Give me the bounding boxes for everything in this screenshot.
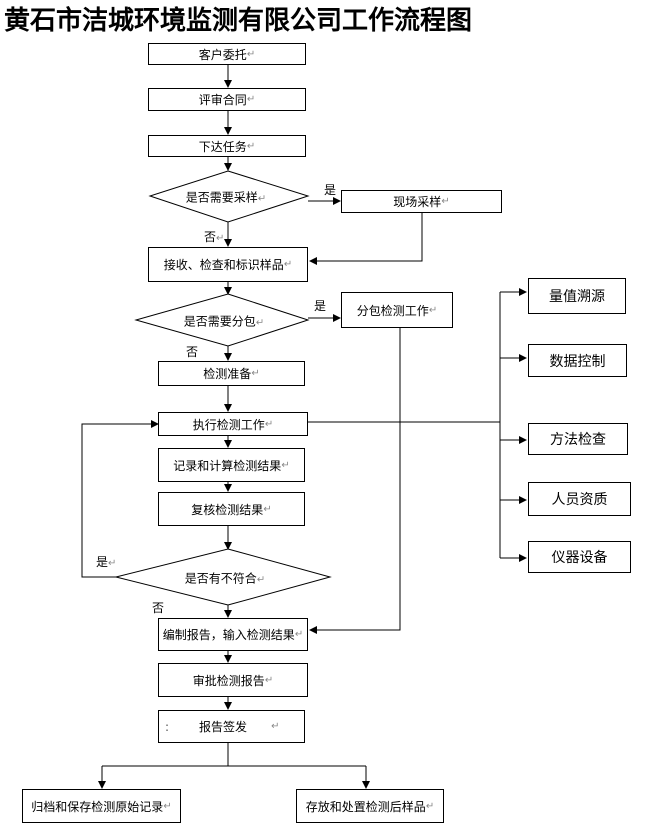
need-sampling-label: 是否需要采样	[185, 190, 258, 205]
record-calc-label: 记录和计算检测结果	[173, 458, 282, 473]
assign-task-label: 下达任务	[198, 139, 247, 154]
no-label: 否	[186, 345, 199, 359]
no-text: 否	[204, 230, 217, 244]
prepare-label: 检测准备	[203, 367, 252, 381]
para-mark: ↵	[281, 459, 290, 471]
control-equipment-box: 仪器设备	[528, 541, 631, 573]
archive-records-label: 归档和保存检测原始记录	[31, 799, 164, 814]
para-mark: ↵	[264, 418, 274, 430]
execute-box: 执行检测工作↵	[158, 412, 308, 436]
compile-report-label: 编制报告，输入检测结果	[162, 628, 295, 642]
store-samples-label: 存放和处置检测后样品	[305, 799, 426, 814]
para-mark: ↵	[264, 674, 274, 686]
para-mark: ↵	[441, 196, 450, 207]
para-mark: ↵	[257, 193, 267, 205]
para-mark: ↵	[246, 94, 256, 105]
field-sampling-label: 现场采样	[393, 195, 442, 209]
review-contract-box: 评审合同↵	[148, 88, 306, 111]
subcontract-work-label: 分包检测工作	[356, 303, 429, 318]
client-entrust-box: 客户委托↵	[148, 43, 306, 65]
control-personnel-box: 人员资质	[528, 482, 631, 516]
nonconform-decision: 是否有不符合↵	[185, 570, 265, 587]
client-entrust-label: 客户委托	[198, 47, 247, 62]
sign-prefix: :	[165, 719, 170, 734]
compile-report-box: 编制报告，输入检测结果↵	[158, 618, 308, 651]
para-mark: ↵	[251, 368, 260, 379]
control-data-box: 数据控制	[528, 344, 627, 377]
para-mark: ↵	[283, 259, 293, 270]
need-subcontract-decision: 是否需要分包↵	[184, 313, 264, 330]
field-sampling-box: 现场采样↵	[341, 190, 502, 213]
para-mark: ↵	[425, 800, 435, 812]
para-mark: ↵	[255, 317, 265, 329]
need-subcontract-label: 是否需要分包	[183, 314, 256, 329]
control-method-box: 方法检查	[528, 423, 628, 455]
store-samples-box: 存放和处置检测后样品↵	[296, 789, 444, 823]
receive-samples-box: 接收、检查和标识样品↵	[148, 247, 308, 282]
need-sampling-decision: 是否需要采样↵	[186, 189, 266, 206]
review-contract-label: 评审合同	[198, 93, 247, 107]
no-label: 否↵	[204, 228, 224, 245]
para-mark: ↵	[256, 574, 266, 586]
yes-label: 是↵	[96, 553, 116, 570]
record-calc-box: 记录和计算检测结果↵	[158, 448, 305, 482]
prepare-box: 检测准备↵	[158, 361, 305, 386]
control-traceability-box: 量值溯源	[528, 278, 626, 314]
para-mark: ↵	[428, 304, 438, 316]
subcontract-work-box: 分包检测工作↵	[341, 292, 453, 328]
sign-report-box: : 报告签发 ↵	[158, 710, 305, 743]
para-mark: ↵	[246, 140, 256, 152]
archive-records-box: 归档和保存检测原始记录↵	[22, 789, 181, 823]
recheck-box: 复核检测结果↵	[158, 492, 305, 526]
para-mark: ↵	[216, 233, 225, 244]
control-label: 量值溯源	[549, 289, 605, 305]
control-label: 人员资质	[551, 492, 608, 508]
yes-text: 是	[96, 555, 109, 569]
page-title: 黄石市洁城环境监测有限公司工作流程图	[4, 6, 473, 36]
approve-report-label: 审批检测报告	[192, 673, 265, 688]
assign-task-box: 下达任务↵	[148, 135, 306, 157]
control-label: 仪器设备	[551, 550, 608, 566]
para-mark: ↵	[271, 721, 280, 732]
yes-label: 是	[314, 299, 327, 313]
no-label: 否	[152, 601, 165, 615]
execute-label: 执行检测工作	[192, 417, 265, 432]
para-mark: ↵	[246, 48, 256, 60]
control-label: 方法检查	[550, 432, 606, 448]
para-mark: ↵	[294, 629, 304, 640]
nonconform-label: 是否有不符合	[184, 571, 257, 586]
para-mark: ↵	[263, 503, 272, 515]
para-mark: ↵	[163, 800, 172, 812]
para-mark: ↵	[108, 558, 117, 569]
sign-report-label: 报告签发	[199, 720, 248, 734]
control-label: 数据控制	[549, 353, 606, 370]
recheck-label: 复核检测结果	[191, 502, 264, 517]
yes-label: 是	[324, 183, 337, 197]
approve-report-box: 审批检测报告↵	[158, 663, 308, 697]
receive-samples-label: 接收、检查和标识样品	[163, 258, 284, 272]
